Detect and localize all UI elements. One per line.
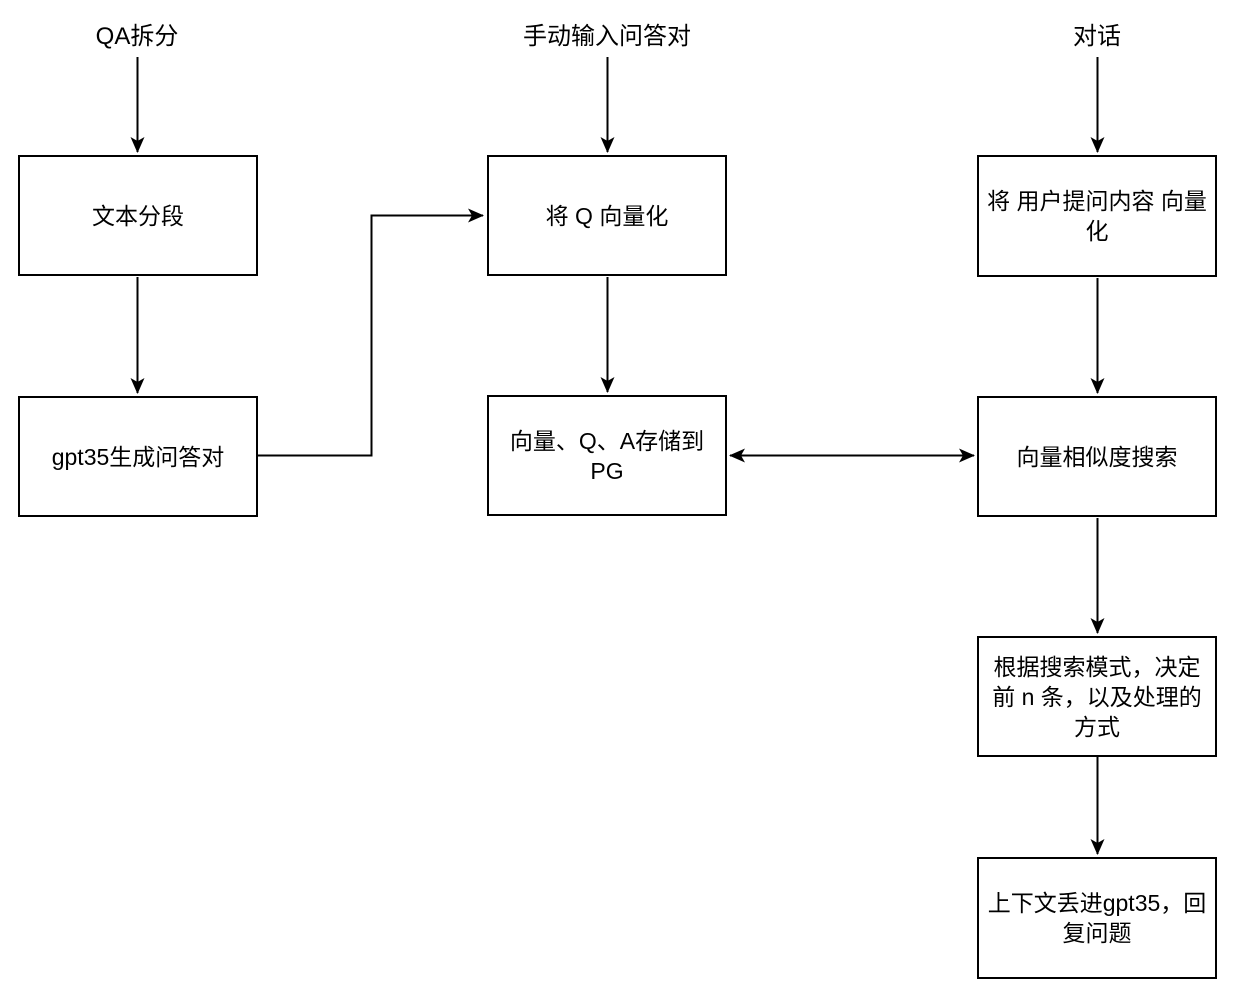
node-text-segmentation: 文本分段 xyxy=(18,155,258,276)
lane-label-qa-split: QA拆分 xyxy=(95,23,179,50)
node-vector-similarity-search: 向量相似度搜索 xyxy=(977,396,1217,517)
node-vectorize-user-question: 将 用户提问内容 向量 化 xyxy=(977,155,1217,277)
node-gpt35-generate-qa: gpt35生成问答对 xyxy=(18,396,258,517)
node-search-mode-decision: 根据搜索模式，决定 前 n 条，以及处理的 方式 xyxy=(977,636,1217,757)
node-gpt35-answer: 上下文丢进gpt35，回 复问题 xyxy=(977,857,1217,979)
node-store-vectors-to-pg: 向量、Q、A存储到 PG xyxy=(487,395,727,516)
lane-label-manual-input: 手动输入问答对 xyxy=(523,23,691,50)
connector-gpt35-generate-to-vectorize-q xyxy=(258,208,484,457)
lane-label-dialog: 对话 xyxy=(1073,23,1121,50)
node-vectorize-q: 将 Q 向量化 xyxy=(487,155,727,276)
